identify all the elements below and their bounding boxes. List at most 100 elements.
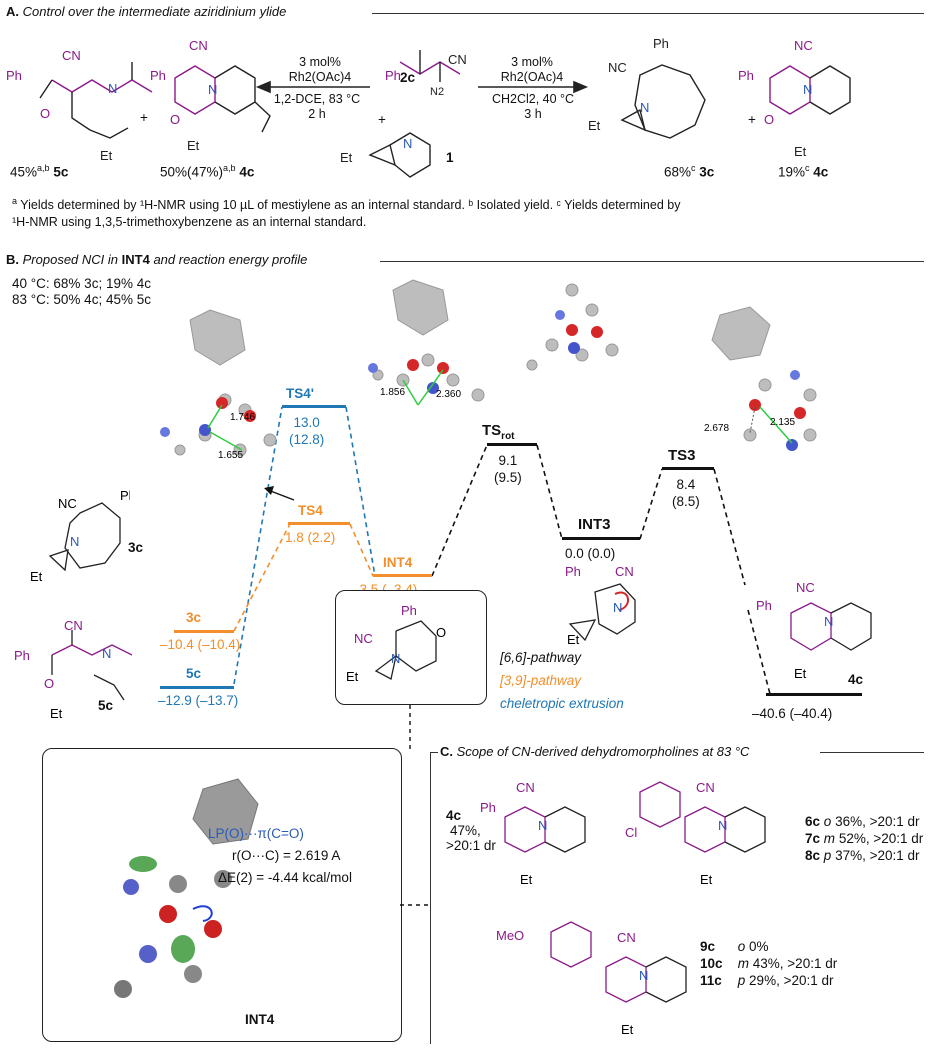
label-ts4: TS4 [298,503,323,518]
atom-et: Et [794,666,807,681]
atom-et: Et [100,148,113,163]
distance-ts3-a: 2.678 [704,423,729,434]
atom-cn: CN [448,52,467,67]
atom-ph: Ph [385,68,401,83]
atom-ph: Ph [6,68,22,83]
atom-n: N [403,136,412,151]
scope-structures-row2: MeO CN N Et [496,921,687,1037]
atom-nc: NC [58,496,77,511]
result-6c: 6c o 36%, >20:1 dr [805,814,920,829]
level-ts4 [288,522,350,525]
nci-lp-label: LP(O)···π(C=O) [208,826,304,841]
energy-5c: –12.9 (–13.7) [158,693,239,708]
section-c-header: C. Scope of CN-derived dehydromorpholine… [440,744,750,759]
pointer-arrow [267,489,295,501]
atom-ph: Ph [120,488,130,503]
atom-et: Et [621,1022,634,1037]
label-ts3: TS3 [668,447,696,464]
atom-n: N [718,818,727,833]
int4-model: 1.856 2.360 [368,279,485,406]
atom-ph: Ph [150,68,166,83]
distance-ts4p-a: 1.746 [230,412,255,423]
atom-nc: NC [354,631,373,646]
level-tsrot [487,443,537,446]
plus-left: + [140,110,148,125]
mol-4c-structure: Ph NC N Et [756,580,872,681]
atom-n: N [108,81,117,96]
pathway-legend: [6,6]-pathway [3,9]-pathway cheletropic … [500,646,624,715]
section-c-tick [430,752,438,753]
atom-nc: NC [608,60,627,75]
atom-ph: Ph [756,598,772,613]
energy-3c: –10.4 (–10.4) [160,637,241,652]
yield-4c-right: 19%c 4c [778,163,829,180]
atom-et: Et [346,669,359,684]
legend-39: [3,9]-pathway [500,673,582,688]
result-7c: 7c m 52%, >20:1 dr [805,831,924,846]
atom-ph: Ph [480,800,496,815]
label-5c-level: 5c [186,666,202,681]
energy-ts3: 8.4 (8.5) [672,477,700,509]
atom-et: Et [588,118,601,133]
atom-n: N [538,818,547,833]
section-a-rule [372,13,924,14]
right-conditions: 3 mol% Rh2(OAc)4 [500,55,564,84]
atom-ph: Ph [653,36,669,51]
section-b-header: B. Proposed NCI in INT4 and reaction ene… [6,252,308,267]
result-8c: 8c p 37%, >20:1 dr [805,848,920,863]
label-3c-level: 3c [186,610,202,625]
nci-box [42,748,402,1042]
atom-cn: CN [64,620,83,633]
level-ts3 [662,467,714,470]
atom-et: Et [50,706,63,720]
temperature-conditions: 40 °C: 68% 3c; 19% 4c 83 °C: 50% 4c; 45%… [12,276,151,307]
atom-et: Et [700,872,713,887]
section-a-scheme: CN Ph Ph CN Ph Ph NC Ph NC CN Et Et Et E… [6,36,851,178]
atom-et: Et [340,150,353,165]
atom-n: N [639,968,648,983]
atom-o: O [170,112,180,127]
reagent-label: 2c [400,70,416,85]
result-11c: 11c p 29%, >20:1 dr [700,973,834,988]
atom-cn: CN [189,38,208,53]
energy-4c: –40.6 (–40.4) [752,706,833,721]
energy-profile-connectors [233,406,771,750]
nci-distance: r(O···C) = 2.619 A [232,848,341,863]
result-9c: 9c o 0% [700,939,769,954]
energy-tsrot: 9.1 (9.5) [494,453,522,485]
mol-label-5c: 5c [98,698,114,713]
energy-int3: 0.0 (0.0) [565,546,616,561]
scope-structures-row1: Ph CN N Et Cl CN N Et [480,780,766,887]
atom-n: N [70,534,79,549]
level-int4 [373,574,432,577]
section-c-rule [820,752,924,753]
footnote: a Yields determined by ¹H-NMR using 10 µ… [12,196,681,230]
atom-n: N [613,600,622,615]
yield-5c: 45%a,b 5c [10,163,69,180]
distance-int4-a: 1.856 [380,387,405,398]
level-5c [160,686,234,689]
mol-label-4c: 4c [848,672,864,687]
atom-cn: CN [617,930,636,945]
yield-4c-left: 50%(47%)a,b 4c [160,163,255,180]
ts4prime-model: 1.746 1.655 [160,309,277,461]
section-c-divider [430,752,431,1044]
level-3c [174,630,234,633]
nci-energy: ΔE(2) = -4.44 kcal/mol [218,870,352,885]
atom-o: O [40,106,50,121]
series2-results: 9c o 0% 10c m 43%, >20:1 dr 11c p 29%, >… [700,938,837,989]
atom-cn: CN [516,780,535,795]
atom-et: Et [187,138,200,153]
yield-3c: 68%c 3c [664,163,715,180]
right-conditions-lower: CH2Cl2, 40 °C 3 h [491,92,575,121]
atom-et: Et [30,569,43,584]
nci-int4-label: INT4 [245,1012,275,1027]
label-int4: INT4 [383,555,413,570]
atom-cn: CN [62,48,81,63]
tsrot-model [526,283,619,371]
atom-ph: Ph [14,648,30,663]
atom-ph: Ph [565,564,581,579]
atom-cn: CN [615,564,634,579]
atom-ph: Ph [738,68,754,83]
atom-meo: MeO [496,928,524,943]
